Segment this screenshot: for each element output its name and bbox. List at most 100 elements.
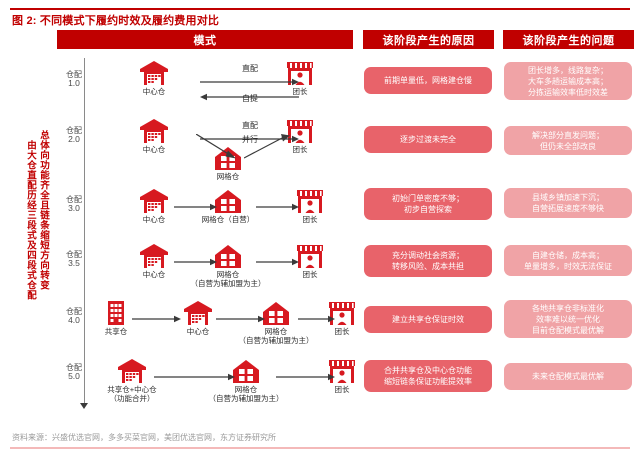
- column-header-mode: 模式: [57, 30, 353, 49]
- reason-chip-5: 建立共享仓保证时效: [364, 306, 492, 333]
- top-divider: [10, 8, 630, 10]
- node-center-warehouse: 中心仓: [108, 60, 200, 96]
- node-label: 中心仓: [142, 215, 166, 224]
- arrow-label-self-pickup: 自提: [242, 94, 258, 103]
- arrow-grid-to-leader: [298, 310, 336, 328]
- arrow-center-to-grid: [174, 253, 218, 271]
- storefront-leader-icon: [264, 188, 356, 214]
- bottom-divider: [10, 447, 630, 449]
- arrow-label-direct: 直配: [242, 121, 258, 130]
- node-label: 中心仓: [142, 87, 166, 96]
- shared-building-icon: [70, 300, 162, 326]
- progression-axis-line: [84, 58, 85, 405]
- arrow-direct: [200, 130, 300, 148]
- node-grid-warehouse-mixed: 网格仓 （自营为辅加盟为主）: [182, 244, 274, 288]
- issue-chip-5: 各地共享仓非标准化效率难以统一优化目前仓配模式最优解: [504, 300, 632, 338]
- reason-chip-2: 逐步过渡未完全: [364, 126, 492, 153]
- node-leader: 团长: [264, 188, 356, 224]
- arrow-grid-to-leader: [256, 253, 300, 271]
- issue-chip-6: 未来仓配模式最优解: [504, 363, 632, 390]
- node-grid-warehouse-mixed: 网格仓 （自营为辅加盟为主）: [200, 359, 292, 403]
- node-center-warehouse: 中心仓: [152, 300, 244, 336]
- column-header-issue: 该阶段产生的问题: [503, 30, 634, 49]
- grid-house-icon: [200, 359, 292, 384]
- arrow-to-grid: [195, 133, 238, 165]
- node-label: 中心仓: [142, 270, 166, 279]
- issue-chip-4: 自建仓储，成本高；单量增多，时效无法保证: [504, 245, 632, 276]
- node-label: 团长: [302, 215, 318, 224]
- arrow-center-to-grid: [216, 310, 266, 328]
- figure-title: 图 2: 不同模式下履约时效及履约费用对比: [12, 15, 220, 27]
- node-label: 网格仓: [234, 385, 258, 394]
- node-grid-warehouse: 网格仓: [182, 146, 274, 181]
- arrow-grid-to-leader: [243, 134, 292, 165]
- warehouse-icon: [108, 118, 200, 144]
- storefront-leader-icon: [264, 243, 356, 269]
- diagram-row-3: 中心仓 网格仓（自营）: [88, 188, 356, 234]
- node-label: 中心仓: [186, 327, 210, 336]
- node-grid-warehouse-self: 网格仓（自营）: [182, 189, 274, 224]
- node-label: 团长: [292, 87, 308, 96]
- arrow-center-to-grid: [174, 198, 218, 216]
- arrow-shared-to-center: [132, 310, 182, 328]
- issue-chip-1: 团长增多，线路复杂；大车多趟运输成本高；分拣运输效率低时效差: [504, 62, 632, 100]
- node-label: 团长: [334, 385, 350, 394]
- arrow-label-parallel: 并行: [242, 135, 258, 144]
- storefront-leader-icon: [296, 358, 388, 384]
- warehouse-icon: [86, 358, 178, 384]
- node-sublabel: （自营为辅加盟为主）: [208, 394, 284, 403]
- node-shared-plus-center: 共享仓+中心仓 （功能合并）: [86, 358, 178, 403]
- warehouse-icon: [108, 60, 200, 86]
- arrow-combined-to-grid: [154, 368, 236, 386]
- node-center-warehouse: 中心仓: [108, 188, 200, 224]
- node-leader: 团长: [296, 358, 388, 394]
- arrow-direct: [200, 73, 300, 91]
- node-label: 网格仓: [216, 270, 240, 279]
- node-grid-warehouse-mixed: 网格仓 （自营为辅加盟为主）: [230, 301, 322, 345]
- node-label: 团长: [334, 327, 350, 336]
- node-shared-warehouse: 共享仓: [70, 300, 162, 336]
- diagram-row-5: 共享仓 中心仓: [70, 300, 356, 352]
- reason-chip-4: 充分调动社会资源；转移风险、成本共担: [364, 245, 492, 277]
- diagram-row-4: 中心仓 网格仓 （自营为辅加盟为主）: [88, 243, 356, 295]
- issue-chip-2: 解决部分直发问题；但仍未全部改良: [504, 126, 632, 155]
- column-header-reason: 该阶段产生的原因: [363, 30, 494, 49]
- issue-chip-3: 县域乡镇加速下沉；自营拓展速度不够快: [504, 188, 632, 218]
- axis-label-secondary: 由大仓直配历经三段式及四段式仓配: [25, 140, 36, 300]
- warehouse-icon: [108, 188, 200, 214]
- node-sublabel: （自营为辅加盟为主）: [190, 279, 266, 288]
- node-sublabel: （功能合并）: [109, 394, 155, 403]
- reason-chip-1: 前期单量低，网格建仓慢: [364, 67, 492, 94]
- axis-label-primary: 总体向功能齐全且链条缩短方向转变: [38, 130, 49, 290]
- node-label: 网格仓（自营）: [201, 215, 255, 224]
- source-note: 资料来源：兴盛优选官网，多多买菜官网，美团优选官网，东方证券研究所: [12, 433, 276, 442]
- arrow-label-direct: 直配: [242, 64, 258, 73]
- progression-axis-arrow-icon: [80, 403, 88, 409]
- node-center-warehouse: 中心仓: [108, 243, 200, 279]
- arrow-grid-to-leader: [256, 198, 300, 216]
- node-label: 中心仓: [142, 145, 166, 154]
- reason-chip-6: 合并共享仓及中心仓功能缩短链条保证功能提效率: [364, 360, 492, 392]
- node-leader: 团长: [264, 243, 356, 279]
- node-sublabel: （自营为辅加盟为主）: [238, 336, 314, 345]
- grid-house-icon: [182, 244, 274, 269]
- warehouse-icon: [108, 243, 200, 269]
- node-center-warehouse: 中心仓: [108, 118, 200, 154]
- node-label: 共享仓: [104, 327, 128, 336]
- node-label: 网格仓: [264, 327, 288, 336]
- node-label: 网格仓: [216, 172, 240, 181]
- diagram-row-1: 中心仓 团长: [88, 60, 356, 106]
- diagram-row-6: 共享仓+中心仓 （功能合并） 网格仓 （自营为辅加盟为主）: [70, 358, 356, 410]
- node-label: 共享仓+中心仓: [107, 385, 157, 394]
- warehouse-icon: [152, 300, 244, 326]
- arrow-self-pickup: [200, 88, 300, 106]
- node-label: 团长: [292, 145, 308, 154]
- grid-house-icon: [182, 189, 274, 214]
